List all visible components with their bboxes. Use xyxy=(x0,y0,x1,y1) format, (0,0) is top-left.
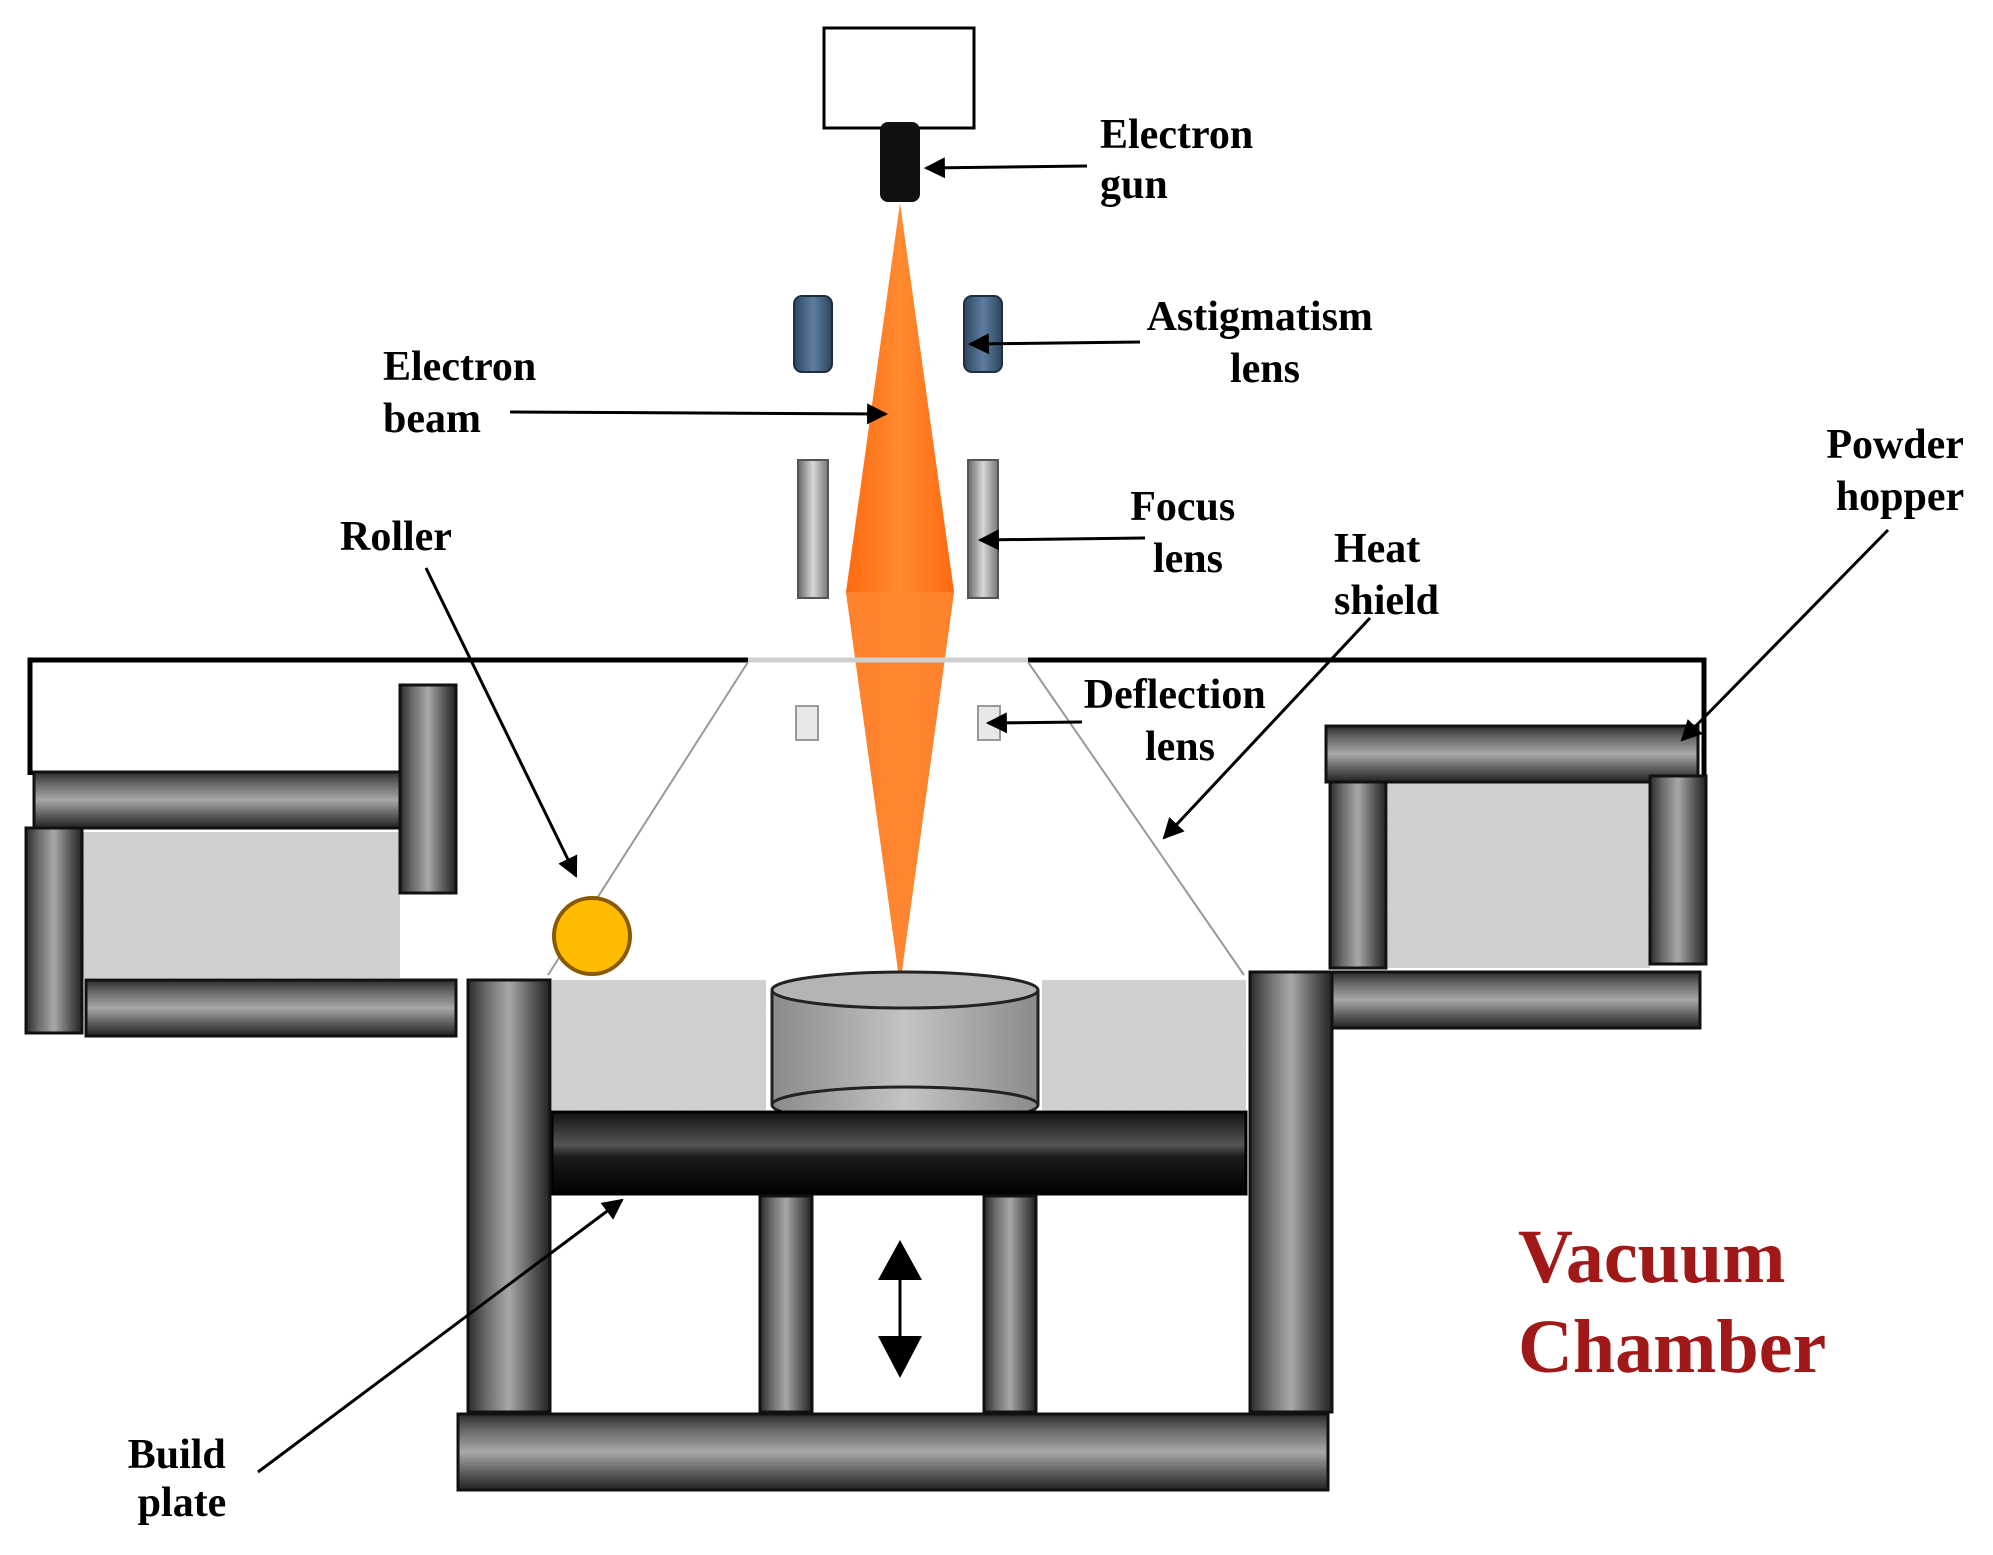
piston-right xyxy=(982,1194,1038,1414)
label-focus-lens: Focus lens xyxy=(1130,484,1246,582)
focus-lens-right xyxy=(967,459,999,599)
label-deflection-lens: Deflection lens xyxy=(1084,672,1276,770)
label-arrows xyxy=(257,157,1890,1474)
focus-lens-left xyxy=(797,459,829,599)
powder-hopper xyxy=(1324,724,1700,784)
gun-housing xyxy=(822,26,976,130)
label-electron-beam: Electron beam xyxy=(383,344,547,442)
powder-bed-left xyxy=(552,980,766,1110)
base-plate xyxy=(456,1412,1330,1492)
build-wall-right xyxy=(1248,970,1334,1414)
build-wall-left xyxy=(466,978,552,1414)
label-astigmatism-lens: Astigmatism lens xyxy=(1147,294,1384,392)
powder-bed-right xyxy=(1042,980,1246,1110)
vertical-motion-arrow-icon xyxy=(878,1240,922,1378)
build-plate xyxy=(550,1110,1248,1196)
astigmatism-lens-right xyxy=(963,295,1003,373)
right-hopper-powder xyxy=(1388,782,1650,968)
roller xyxy=(552,896,632,976)
piston-left xyxy=(758,1194,814,1414)
electron-gun xyxy=(880,122,920,202)
label-electron-gun: Electron gun xyxy=(1100,112,1264,208)
left-hopper-powder xyxy=(82,832,400,978)
label-heat-shield: Heat shield xyxy=(1334,526,1439,624)
label-powder-hopper: Powder hopper xyxy=(1826,422,1973,520)
astigmatism-lens-left xyxy=(793,295,833,373)
label-roller: Roller xyxy=(340,514,452,560)
label-vacuum-chamber: Vacuum Chamber xyxy=(1518,1215,1826,1389)
label-build-plate: Build plate xyxy=(128,1432,237,1526)
deflection-lens-left xyxy=(795,705,819,741)
